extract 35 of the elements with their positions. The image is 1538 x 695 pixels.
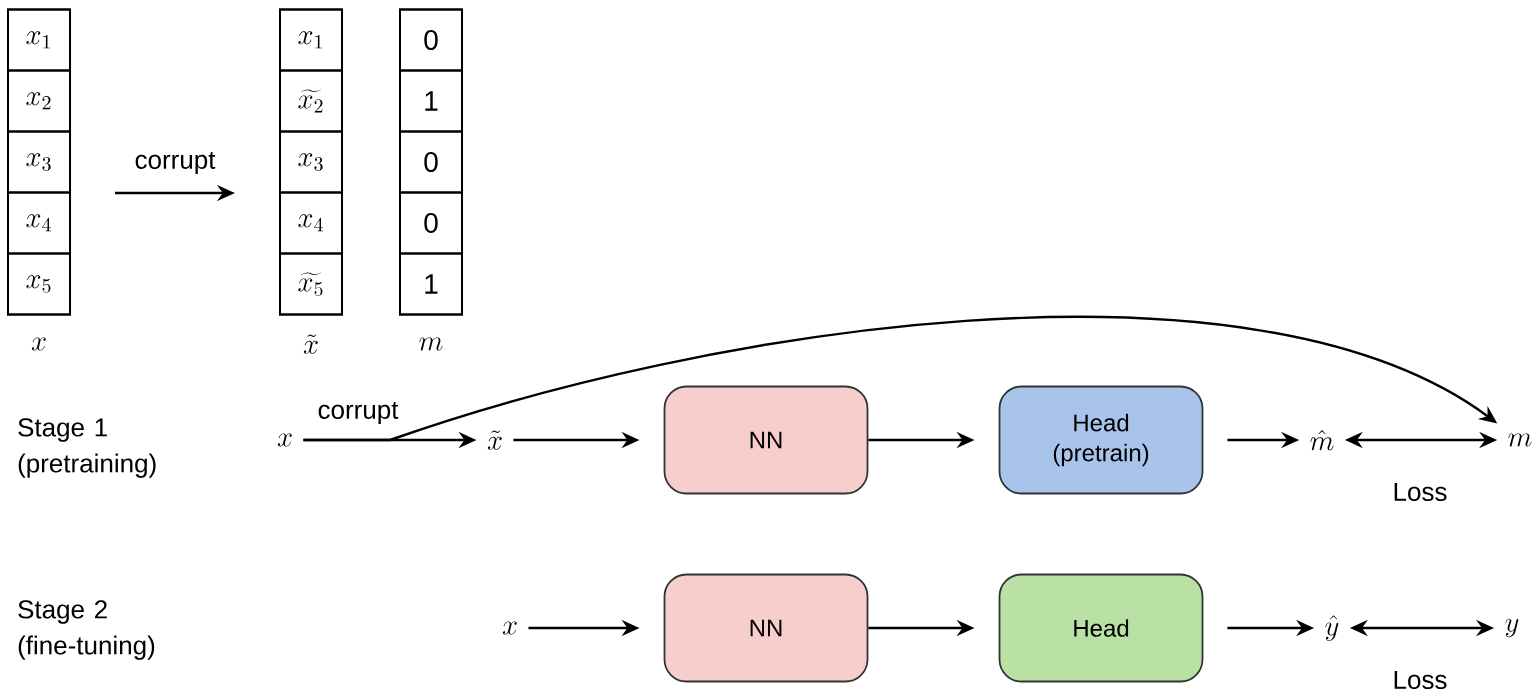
vector-cell: 0	[399, 191, 463, 255]
stage-label: Stage 1 (pretraining)	[18, 418, 156, 478]
process-box: NN	[663, 573, 869, 683]
math-symbol: $\tilde{x}$	[487, 430, 502, 450]
column-label: $x$	[31, 337, 46, 351]
vector-cell: $x_2$	[7, 69, 71, 133]
vector-cell: $x_4$	[7, 191, 71, 255]
edge-label: Loss	[1390, 668, 1450, 692]
process-box: Head	[998, 573, 1204, 683]
vector-cell: $x_5$	[7, 252, 71, 316]
vector-cell: 0	[399, 8, 463, 72]
math-symbol: $\hat{y}$	[1325, 615, 1339, 642]
vector-cell: $x_3$	[7, 130, 71, 194]
math-symbol: $x$	[502, 621, 517, 635]
process-box: Head (pretrain)	[998, 385, 1204, 495]
process-box: NN	[663, 385, 869, 495]
vector-cell: 0	[399, 130, 463, 194]
math-symbol: $x$	[277, 433, 292, 447]
math-symbol: $y$	[1505, 618, 1519, 638]
vector-cell: $\widetilde{x_2}$	[279, 69, 343, 133]
vector-cell: $\widetilde{x_5}$	[279, 252, 343, 316]
edge-label: corrupt	[132, 149, 218, 177]
stage-label: Stage 2 (fine-tuning)	[18, 600, 155, 660]
vector-cell: $x_3$	[279, 130, 343, 194]
edge-label: Loss	[1390, 480, 1450, 504]
vector-cell: $x_4$	[279, 191, 343, 255]
vector-cell: 1	[399, 252, 463, 316]
vector-cell: $x_1$	[279, 8, 343, 72]
column-label: $m$	[419, 337, 443, 351]
math-symbol: $\hat{m}$	[1310, 430, 1334, 451]
math-symbol: $m$	[1508, 433, 1532, 447]
vector-cell: $x_1$	[7, 8, 71, 72]
edge-label: corrupt	[315, 399, 401, 427]
vector-cell: 1	[399, 69, 463, 133]
column-label: $\tilde{x}$	[303, 334, 318, 354]
